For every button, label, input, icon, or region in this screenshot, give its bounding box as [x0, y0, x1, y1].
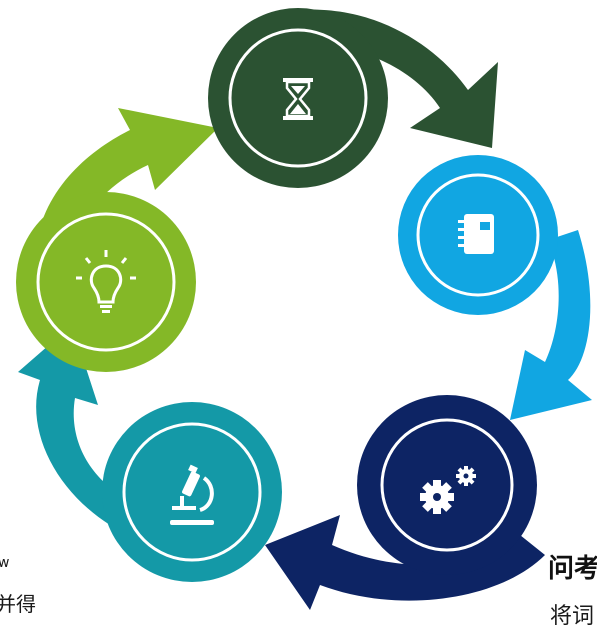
arrow-navy: [265, 515, 545, 610]
left-body-fragment: 并得: [0, 592, 36, 616]
arrow-teal: [18, 325, 130, 525]
notebook-icon: [458, 214, 494, 254]
left-caption-fragment: w: [0, 555, 10, 571]
node-hourglass: [208, 8, 388, 188]
arrow-light-blue: [510, 230, 592, 420]
node-notebook: [398, 155, 558, 315]
right-title-fragment: 问考: [548, 554, 597, 584]
node-microscope: [102, 402, 282, 582]
hourglass-icon: [283, 78, 313, 120]
lightbulb-icon: [76, 250, 136, 313]
gears-icon: [420, 466, 476, 514]
node-gears: [357, 395, 537, 575]
node-lightbulb: [16, 192, 196, 372]
right-body-fragment: 将词: [550, 604, 595, 629]
microscope-icon: [170, 464, 214, 525]
